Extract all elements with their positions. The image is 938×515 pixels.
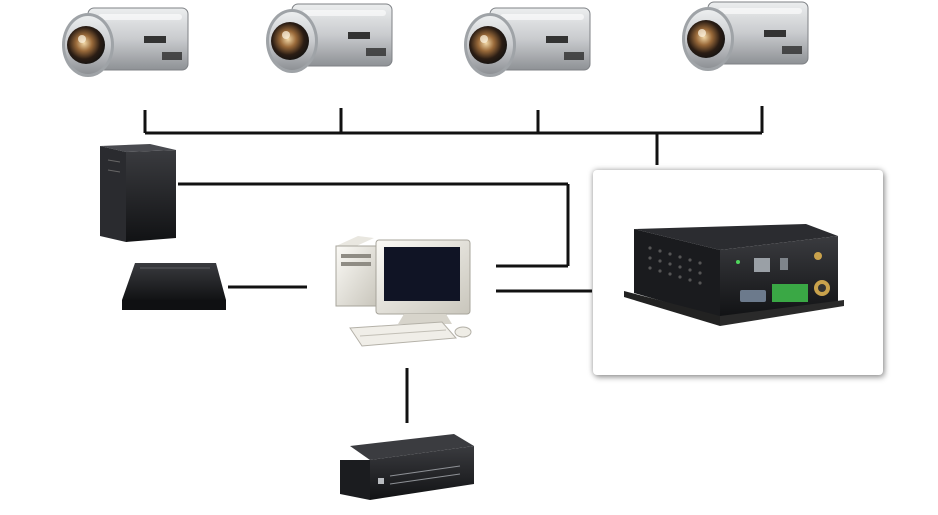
tower-server-icon xyxy=(100,144,176,242)
desktop-pc-icon xyxy=(335,236,472,347)
terminal-block-icon xyxy=(772,284,808,302)
ethernet-port-icon xyxy=(754,258,770,272)
vent-holes xyxy=(648,246,702,285)
connection-lines xyxy=(143,106,764,423)
network-switch-icon xyxy=(340,434,474,500)
recorder-box-icon xyxy=(122,263,226,310)
mini-pc-gateway-icon xyxy=(624,224,844,326)
camera-1 xyxy=(61,7,189,78)
vga-port-icon xyxy=(740,290,766,302)
camera-4 xyxy=(681,1,809,72)
camera-2 xyxy=(265,3,393,74)
camera-3 xyxy=(463,7,591,78)
switch-ports xyxy=(389,465,461,485)
